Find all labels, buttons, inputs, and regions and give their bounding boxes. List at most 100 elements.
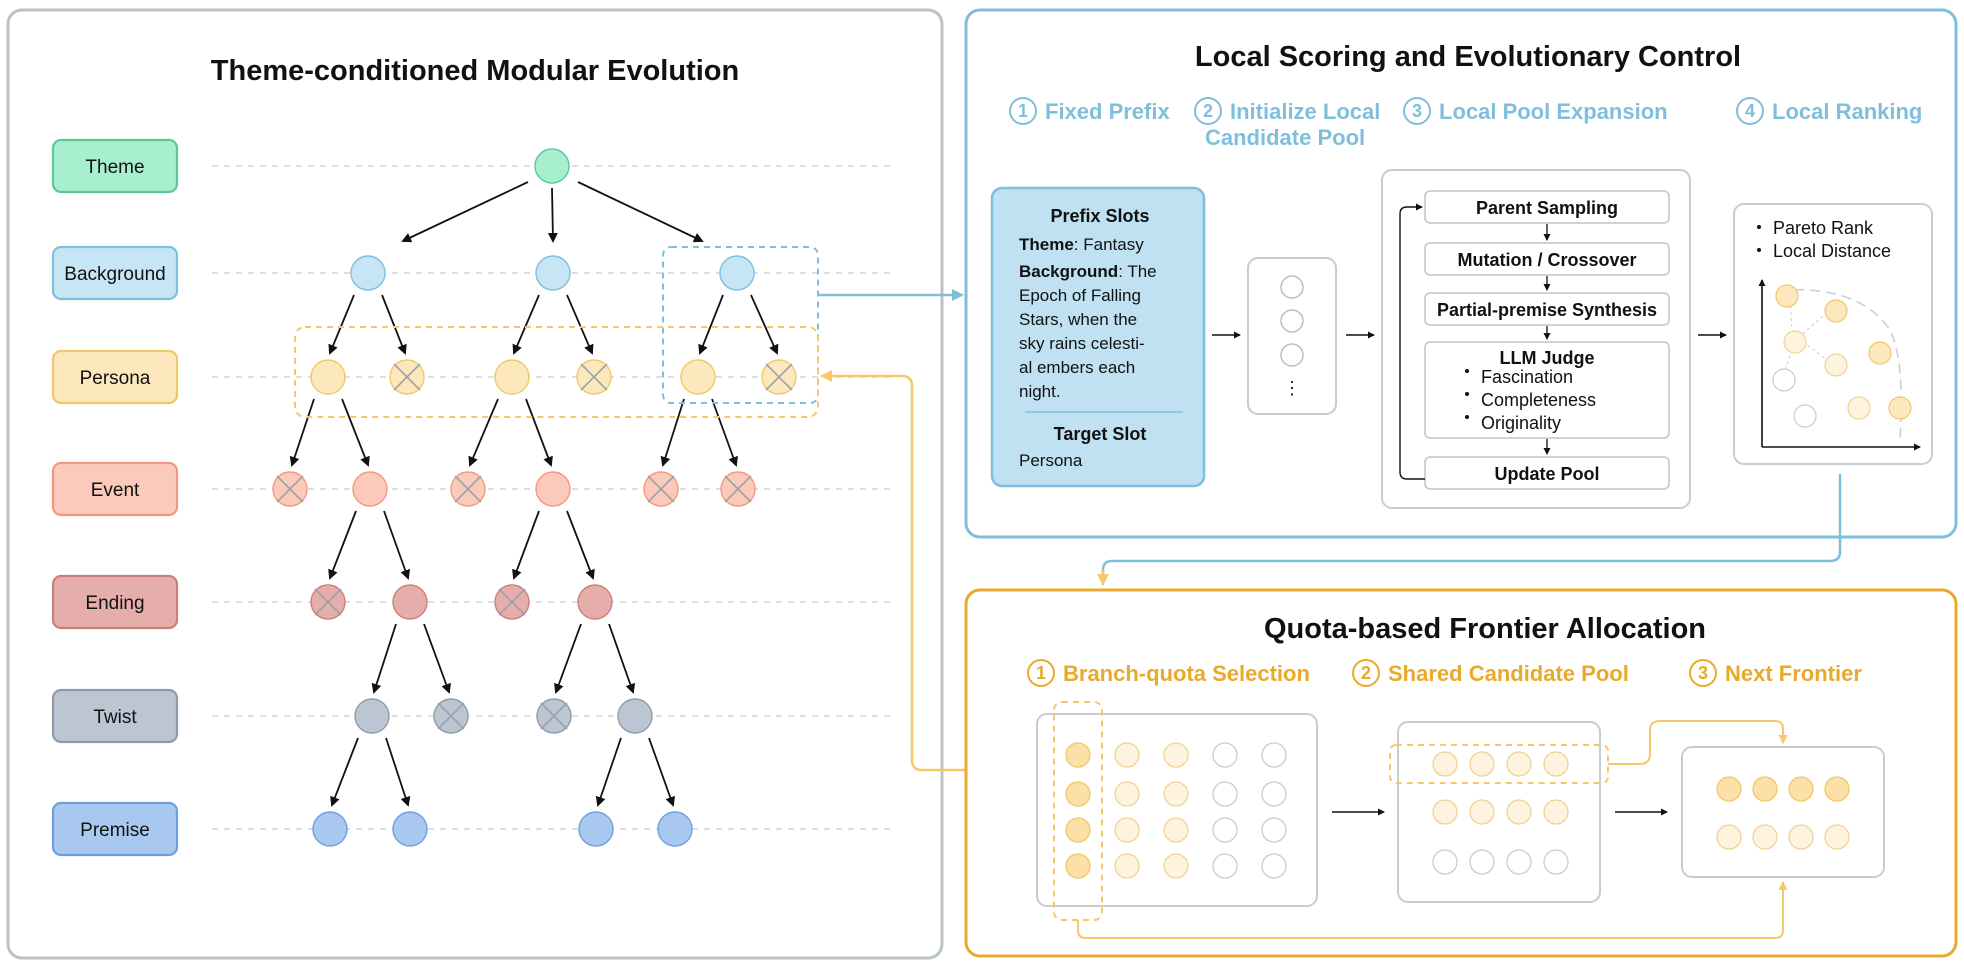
bullet bbox=[1465, 415, 1469, 419]
prefix-background-line-2: Stars, when the bbox=[1019, 310, 1137, 329]
pool-expansion-box: Parent Sampling Mutation / Crossover Par… bbox=[1381, 169, 1691, 509]
step-number-circle bbox=[1027, 659, 1055, 687]
tree-edge bbox=[330, 737, 359, 807]
prefix-background-line: Background: The bbox=[1019, 262, 1157, 281]
prefix-background-key: Background bbox=[1019, 262, 1118, 281]
candidate-dot bbox=[1261, 853, 1287, 879]
prefix-background-line-0: : The bbox=[1118, 262, 1156, 281]
candidate-dot bbox=[1788, 776, 1814, 802]
tree-node bbox=[534, 148, 570, 184]
quota-panel: Quota-based Frontier Allocation 1 Branch… bbox=[964, 588, 1958, 958]
candidate-dot bbox=[1212, 853, 1238, 879]
node-circle bbox=[312, 811, 348, 847]
prune-cross bbox=[437, 702, 465, 730]
step-number: 2 bbox=[1203, 101, 1213, 121]
step-number: 3 bbox=[1698, 663, 1708, 683]
tree-edge bbox=[385, 737, 411, 807]
pruned-node bbox=[272, 471, 308, 507]
left-panel: Theme-conditioned Modular Evolution Them… bbox=[6, 8, 944, 960]
quota-selection-highlight bbox=[1053, 701, 1103, 921]
frontier-candidate-grid bbox=[1716, 776, 1850, 850]
tree-edge bbox=[711, 398, 738, 467]
ranking-criterion: Local Distance bbox=[1773, 241, 1891, 261]
pruned-node bbox=[494, 584, 530, 620]
bullet bbox=[1757, 248, 1761, 252]
mutation-label: Mutation / Crossover bbox=[1457, 250, 1636, 270]
tree-edge bbox=[608, 623, 636, 694]
pruned-node bbox=[433, 698, 469, 734]
target-slot-value: Persona bbox=[1019, 451, 1083, 470]
candidate-dot bbox=[1469, 849, 1495, 875]
tree-node bbox=[310, 359, 346, 395]
candidate-dot bbox=[1432, 849, 1458, 875]
candidate-dot bbox=[1543, 751, 1569, 777]
tree-edge bbox=[648, 737, 676, 807]
tree-edge bbox=[401, 181, 529, 243]
judge-criterion: Completeness bbox=[1481, 390, 1596, 410]
row-label-text: Background bbox=[64, 264, 165, 285]
pool-candidate bbox=[1280, 343, 1304, 367]
pool-candidate bbox=[1280, 309, 1304, 333]
parent-sampling-label: Parent Sampling bbox=[1476, 198, 1618, 218]
prune-cross bbox=[724, 475, 752, 503]
candidate-dot bbox=[1716, 824, 1742, 850]
candidate-dot bbox=[1824, 824, 1850, 850]
tree-node bbox=[352, 471, 388, 507]
tree-edge bbox=[525, 398, 553, 467]
pruned-node bbox=[536, 698, 572, 734]
tree-node bbox=[535, 255, 571, 291]
synthesis-label: Partial-premise Synthesis bbox=[1437, 300, 1657, 320]
pruned-node bbox=[643, 471, 679, 507]
candidate-dot bbox=[1716, 776, 1742, 802]
pruned-node bbox=[310, 584, 346, 620]
tree-edge bbox=[341, 398, 370, 467]
prefix-background-line-3: sky rains celesti- bbox=[1019, 334, 1145, 353]
tree-edge bbox=[750, 294, 779, 355]
judge-criterion: Originality bbox=[1481, 413, 1561, 433]
tree-node bbox=[617, 698, 653, 734]
row-label-twist: Twist bbox=[51, 688, 179, 744]
bullet bbox=[1465, 369, 1469, 373]
row-label-event: Event bbox=[51, 461, 179, 517]
node-circle bbox=[578, 811, 614, 847]
candidate-dot bbox=[1163, 781, 1189, 807]
candidate-dot bbox=[1212, 742, 1238, 768]
ranked-candidate bbox=[1775, 284, 1799, 308]
node-circle bbox=[392, 584, 428, 620]
judge-criterion: Fascination bbox=[1481, 367, 1573, 387]
step-number-circle bbox=[1009, 97, 1037, 125]
tree-edge bbox=[547, 187, 558, 243]
candidate-dot bbox=[1261, 742, 1287, 768]
candidate-dot bbox=[1212, 817, 1238, 843]
prune-cross bbox=[540, 702, 568, 730]
pool-ellipsis: ⋮ bbox=[1283, 378, 1301, 398]
row-label-box bbox=[51, 245, 179, 301]
bullet bbox=[1465, 392, 1469, 396]
tree-edge bbox=[371, 623, 397, 694]
step-number-circle bbox=[1689, 659, 1717, 687]
candidate-dot bbox=[1469, 799, 1495, 825]
node-circle bbox=[719, 255, 755, 291]
selected-branch-highlight bbox=[662, 246, 819, 404]
ranked-candidate bbox=[1847, 396, 1871, 420]
node-circle bbox=[494, 359, 530, 395]
prune-cross bbox=[765, 363, 793, 391]
node-circle bbox=[535, 255, 571, 291]
candidate-dot bbox=[1469, 751, 1495, 777]
tree-node bbox=[535, 471, 571, 507]
step-initialize-pool: 2 Initialize Local Candidate Pool bbox=[1194, 97, 1380, 150]
node-circle bbox=[657, 811, 693, 847]
row-label-text: Ending bbox=[85, 593, 144, 614]
shared-selection-highlight bbox=[1389, 744, 1609, 784]
tree-edge bbox=[512, 294, 540, 355]
prefix-slots-box: Prefix Slots Theme: Fantasy Background: … bbox=[990, 186, 1206, 488]
prefix-background-line-4: al embers each bbox=[1019, 358, 1135, 377]
row-label-background: Background bbox=[51, 245, 179, 301]
step-label: Initialize Local bbox=[1230, 99, 1380, 124]
scoring-panel: Local Scoring and Evolutionary Control 1… bbox=[964, 8, 1958, 539]
prune-cross bbox=[393, 363, 421, 391]
left-panel-title: Theme-conditioned Modular Evolution bbox=[211, 55, 739, 87]
persona-frontier-highlight bbox=[294, 326, 819, 418]
ranked-candidate bbox=[1868, 341, 1892, 365]
step-local-ranking: 4 Local Ranking bbox=[1736, 97, 1922, 125]
